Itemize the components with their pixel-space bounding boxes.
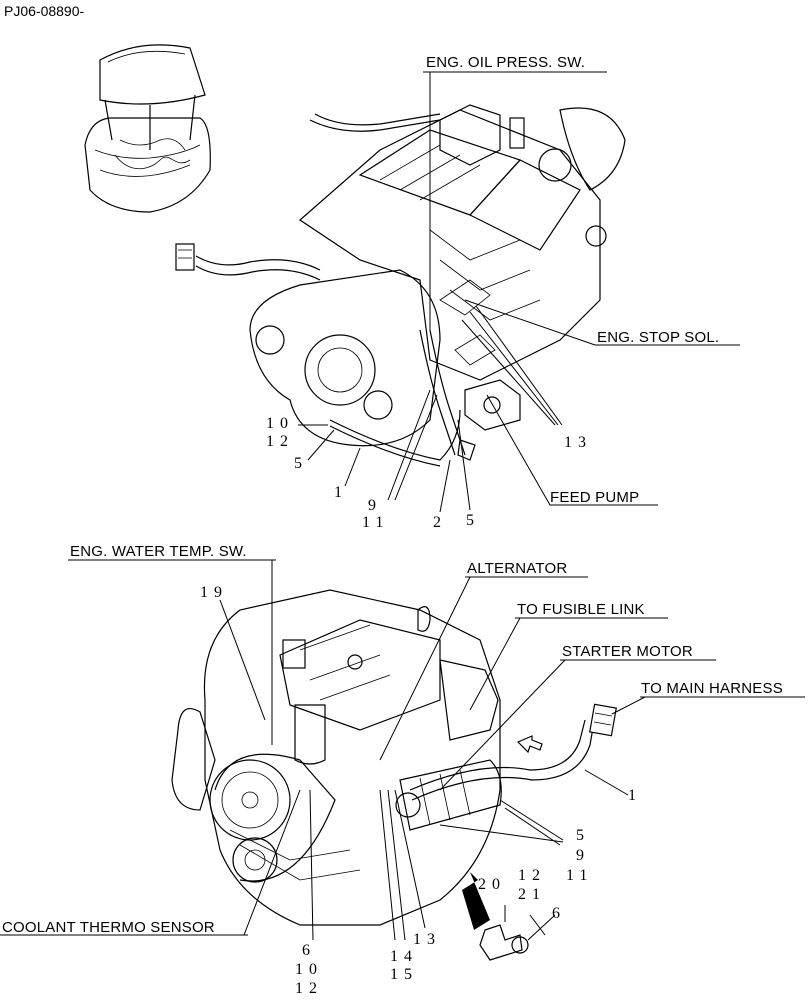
label-coolant-thermo-sensor: COOLANT THERMO SENSOR [2, 919, 215, 936]
label-alternator: ALTERNATOR [467, 560, 567, 577]
bottom-engine-drawing [171, 589, 502, 926]
label-eng-water-temp-sw: ENG. WATER TEMP. SW. [70, 543, 247, 560]
label-eng-stop-sol: ENG. STOP SOL. [597, 329, 719, 346]
part-number: 2 [433, 514, 447, 531]
part-number: 14 [390, 948, 418, 965]
bracket-part-drawing [462, 872, 529, 961]
part-number: 9 [368, 497, 382, 514]
part-number: 5 [576, 827, 590, 844]
part-number: 9 [576, 847, 590, 864]
part-number: 10 [295, 961, 323, 978]
main-harness-drawing [409, 703, 617, 801]
part-number: 21 [518, 886, 546, 903]
part-number: 13 [413, 931, 441, 948]
label-starter-motor: STARTER MOTOR [562, 643, 693, 660]
part-number: 11 [566, 867, 593, 884]
part-number: 13 [564, 434, 592, 451]
machine-cab-inset [84, 44, 211, 213]
label-feed-pump: FEED PUMP [550, 489, 639, 506]
label-to-fusible-link: TO FUSIBLE LINK [517, 601, 645, 618]
part-number: 10 [266, 415, 294, 432]
part-number: 6 [552, 905, 566, 922]
part-number: 11 [362, 514, 389, 531]
part-number: 12 [266, 433, 294, 450]
part-number: 5 [294, 455, 308, 472]
part-number: 20 [478, 876, 506, 893]
part-number: 1 [334, 484, 348, 501]
part-number: 12 [295, 980, 323, 997]
document-id: PJ06-08890- [4, 3, 85, 19]
label-eng-oil-press-sw: ENG. OIL PRESS. SW. [426, 54, 585, 71]
part-number: 12 [518, 867, 546, 884]
part-number: 19 [200, 584, 228, 601]
part-number: 1 [628, 787, 642, 804]
label-to-main-harness: TO MAIN HARNESS [641, 680, 783, 697]
part-number: 5 [466, 512, 480, 529]
top-engine-drawing [175, 104, 626, 467]
part-number: 15 [390, 966, 418, 983]
part-number: 6 [302, 942, 316, 959]
top-leader-lines [298, 71, 740, 513]
bottom-leader-lines [0, 559, 805, 941]
